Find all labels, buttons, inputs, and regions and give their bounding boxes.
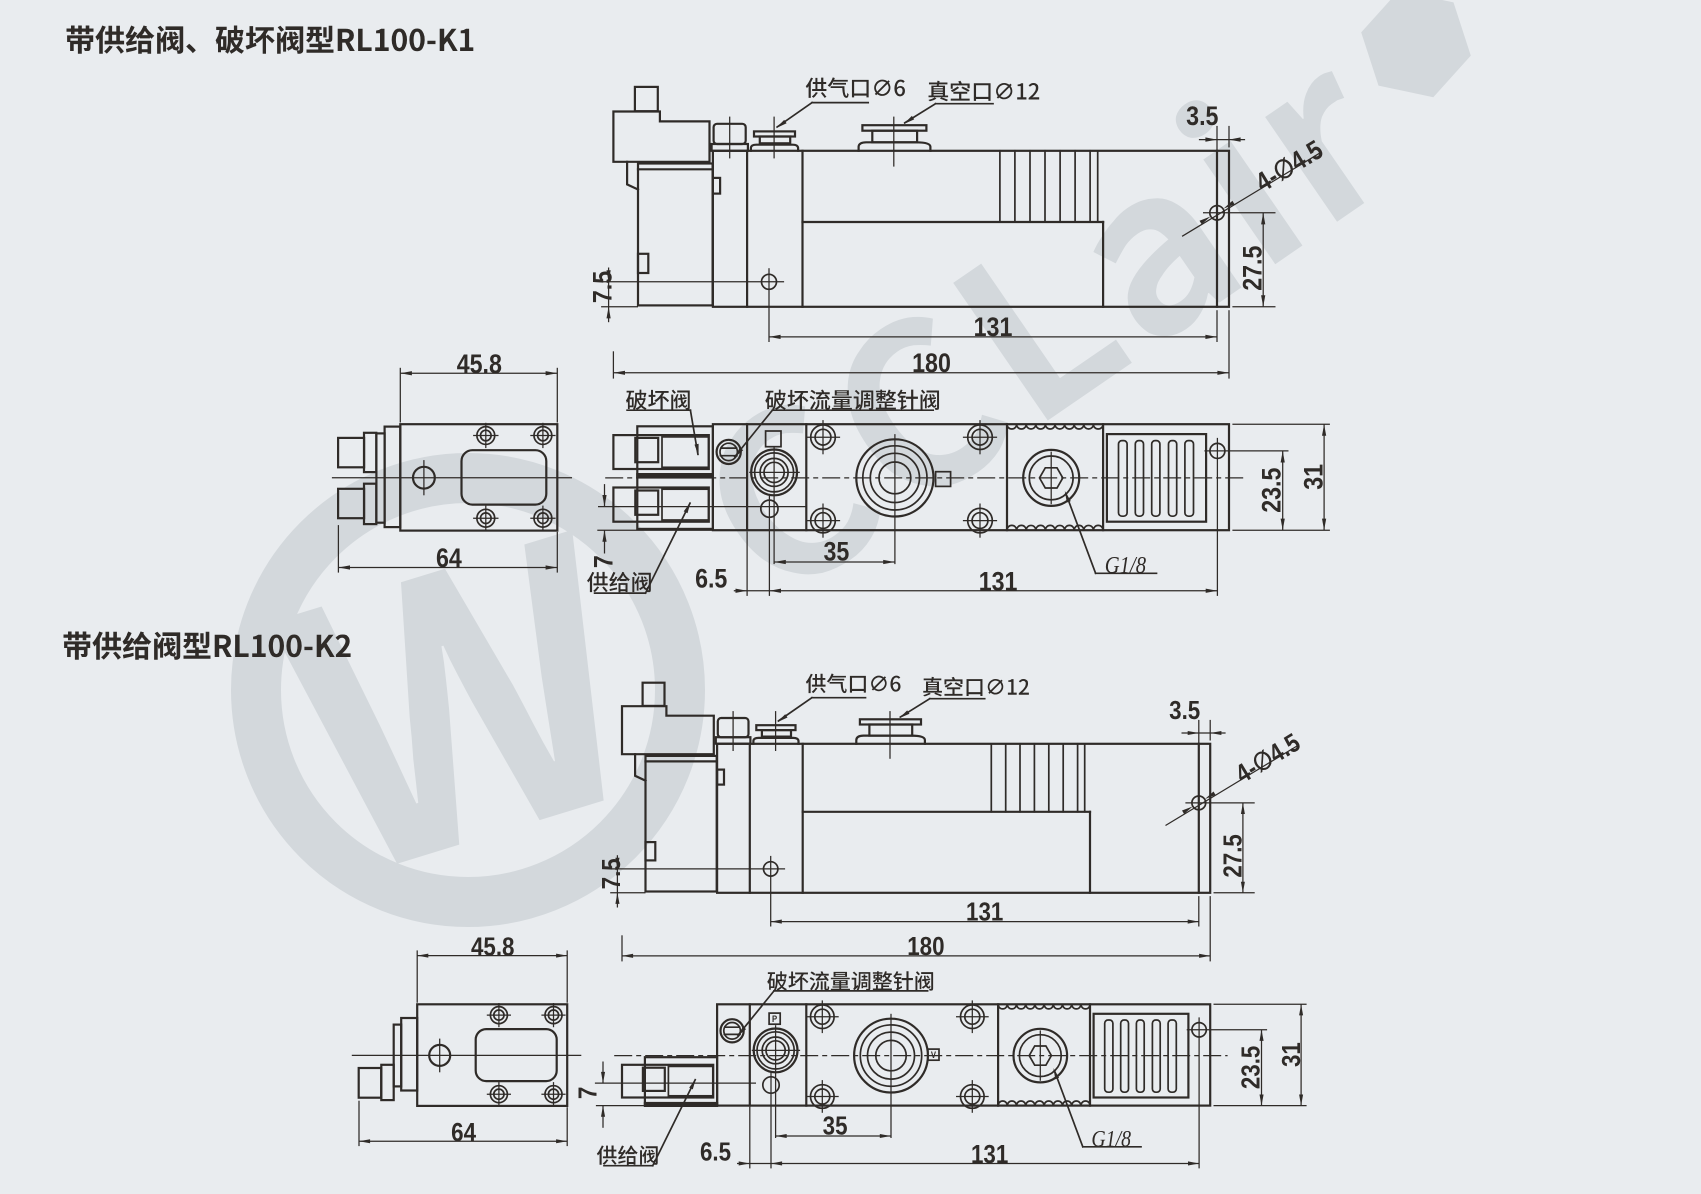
dim-23-5: 23.5 bbox=[1257, 468, 1287, 513]
dim-35: 35 bbox=[823, 537, 849, 567]
muffler-scallops bbox=[1006, 423, 1104, 430]
k2-drawing: 带供给阀型RL100-K2 7.5 131 180 3.5 27.5 4-∅4.… bbox=[63, 631, 1307, 1170]
dim-3-5: 3.5 bbox=[1169, 696, 1200, 725]
thread-label: G1/8 bbox=[1105, 551, 1146, 578]
k1-front-view: 45.8 64 bbox=[331, 349, 572, 574]
exhaust-grille bbox=[1092, 1012, 1190, 1099]
hex-socket bbox=[1028, 1045, 1053, 1067]
dim-6-5: 6.5 bbox=[695, 564, 727, 594]
k1-side-labels: 供气口∅6 真空口∅12 bbox=[775, 77, 1040, 129]
k1-front-view-dims: 45.8 64 bbox=[337, 349, 558, 574]
dim-27-5: 27.5 bbox=[1219, 834, 1248, 877]
dim-23-5: 23.5 bbox=[1237, 1046, 1266, 1089]
k1-top-features bbox=[605, 420, 1289, 596]
dim-35: 35 bbox=[823, 1112, 848, 1141]
thread-label: G1/8 bbox=[1091, 1126, 1131, 1152]
k1-top-labels: 破坏阀 破坏流量调整针阀 供给阀 G1/8 bbox=[587, 389, 1158, 595]
dim-7-5: 7.5 bbox=[588, 271, 618, 303]
k2-top-labels: 破坏流量调整针阀 供给阀 G1/8 bbox=[596, 971, 1142, 1167]
k2-side-fittings bbox=[714, 711, 926, 759]
k1-side-fittings bbox=[710, 116, 932, 167]
port-mark-square bbox=[764, 430, 782, 448]
g18-port bbox=[1022, 448, 1081, 507]
dim-7-5: 7.5 bbox=[598, 858, 627, 889]
k1-top-view: 7 35 6.5 131 23.5 31 破坏阀 破坏流量调整针阀 供给阀 G1… bbox=[587, 389, 1330, 597]
ejector-body-side bbox=[715, 742, 1212, 894]
dim-7: 7 bbox=[574, 1087, 603, 1099]
g18-port bbox=[1012, 1027, 1069, 1084]
watermark-dot bbox=[1361, 0, 1471, 98]
dim-3-5: 3.5 bbox=[1186, 101, 1218, 131]
k1-side-body bbox=[711, 149, 1231, 308]
port-mark-v: V bbox=[931, 1049, 937, 1060]
dim-64: 64 bbox=[451, 1118, 476, 1147]
watermark-logo-w bbox=[269, 529, 604, 864]
port-mark-p: P bbox=[772, 1013, 778, 1024]
dim-180: 180 bbox=[907, 932, 944, 961]
k2-top-features: P V bbox=[614, 1000, 1268, 1169]
k1-side-solenoid bbox=[612, 85, 714, 307]
dim-7: 7 bbox=[589, 555, 619, 568]
port-mark-square bbox=[934, 470, 952, 488]
dim-180: 180 bbox=[912, 348, 951, 378]
k2-top-view: P V 7 35 6.5 131 23.5 31 破坏流量调整针阀 供给阀 G1… bbox=[574, 971, 1307, 1170]
muffler-scallops bbox=[1006, 524, 1104, 532]
dim-31: 31 bbox=[1299, 464, 1329, 490]
dim-45-8: 45.8 bbox=[471, 933, 514, 962]
ejector-body-side bbox=[711, 149, 1231, 308]
exhaust-grille bbox=[1105, 433, 1208, 523]
dim-27-5: 27.5 bbox=[1238, 246, 1268, 291]
k1-drawing: 带供给阀、破坏阀型RL100-K1 7.5 131 180 3.5 27.5 4… bbox=[66, 25, 1330, 597]
dim-6-5: 6.5 bbox=[700, 1138, 731, 1167]
dim-31: 31 bbox=[1277, 1042, 1306, 1067]
k2-front-view-dims: 45.8 64 bbox=[358, 933, 568, 1147]
muffler-scallops bbox=[997, 1003, 1091, 1010]
k1-front-view-body bbox=[331, 422, 572, 532]
k2-side-body bbox=[715, 742, 1212, 894]
k2-front-view: 45.8 64 bbox=[351, 933, 582, 1147]
dim-131: 131 bbox=[966, 898, 1003, 927]
dim-45-8: 45.8 bbox=[457, 349, 502, 379]
muffler-scallops bbox=[997, 1100, 1091, 1107]
k1-side-dims: 7.5 131 180 3.5 27.5 4-∅4.5 bbox=[588, 101, 1328, 379]
dim-131: 131 bbox=[979, 567, 1018, 597]
dim-131: 131 bbox=[971, 1141, 1008, 1170]
dim-131: 131 bbox=[974, 312, 1013, 342]
k2-front-view-body bbox=[351, 1003, 582, 1107]
k2-top-valves bbox=[594, 1056, 756, 1108]
k1-side-view: 7.5 131 180 3.5 27.5 4-∅4.5 供气口∅6 真空口∅12 bbox=[588, 77, 1328, 379]
k1-top-dims: 7 35 6.5 131 23.5 31 bbox=[589, 423, 1330, 597]
k2-side-labels: 供气口∅6 真空口∅12 bbox=[777, 673, 1029, 723]
dim-64: 64 bbox=[436, 544, 462, 574]
k2-top-dims: 7 35 6.5 131 23.5 31 bbox=[574, 1003, 1307, 1170]
hex-socket bbox=[1038, 466, 1064, 489]
port-mark-square bbox=[768, 1012, 782, 1026]
